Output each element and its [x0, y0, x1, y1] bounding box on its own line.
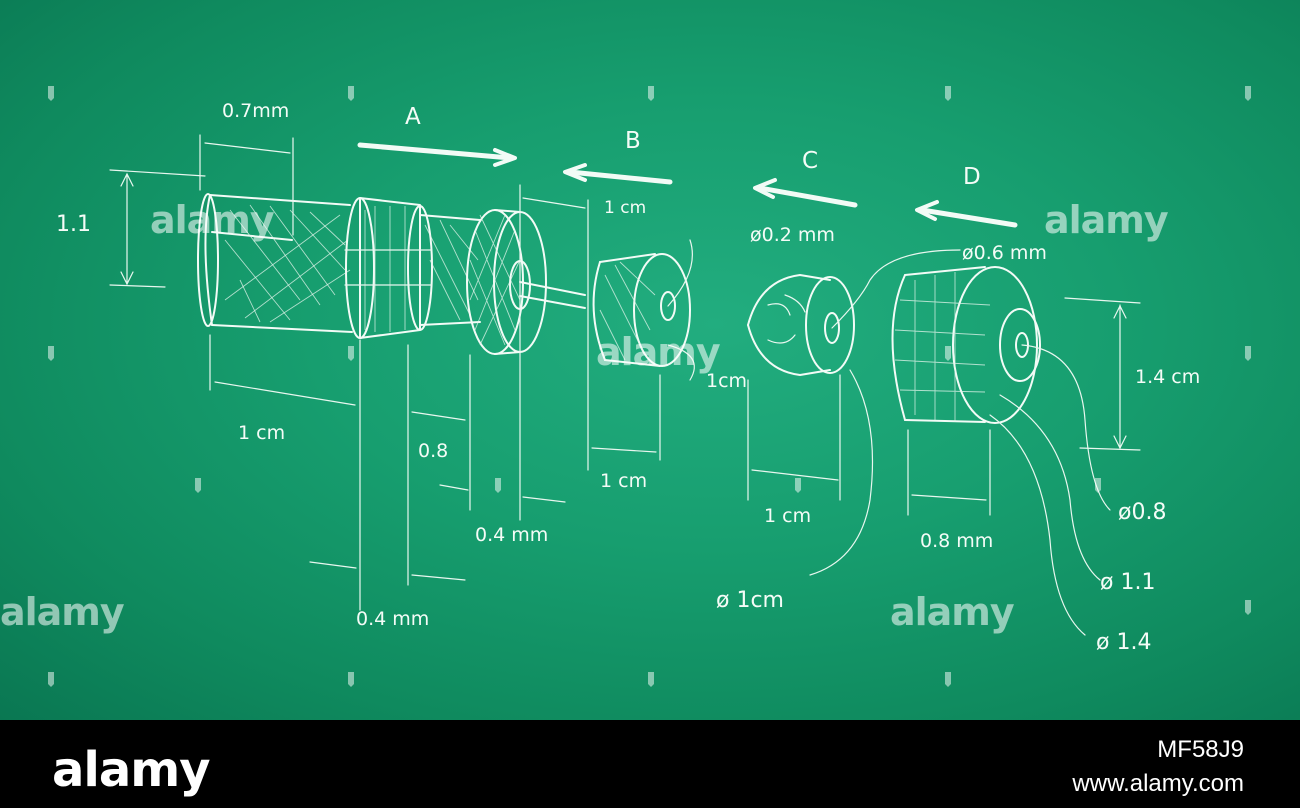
- image-id: MF58J9: [1157, 736, 1244, 763]
- label-1-1: 1.1: [56, 212, 91, 237]
- label-dia-1-1: ø 1.1: [1100, 570, 1156, 595]
- label-letter-d: D: [963, 164, 981, 190]
- watermark-4: alamy: [0, 590, 125, 634]
- footer-bar: alamy MF58J9 www.alamy.com: [0, 720, 1300, 808]
- watermark-5: alamy: [890, 590, 1015, 634]
- arrow-a: [357, 142, 517, 167]
- label-1cm-top: 1 cm: [604, 198, 647, 218]
- label-dia-0-6mm: ø0.6 mm: [962, 242, 1047, 264]
- label-1cm-mid: 1 cm: [600, 470, 648, 492]
- part-b-cylinder: [592, 253, 691, 367]
- shaft: [519, 281, 586, 309]
- label-1cm-b: 1cm: [706, 370, 748, 392]
- label-1cm-c: 1 cm: [764, 505, 812, 527]
- part-ring-nut: [344, 197, 433, 339]
- arrow-c: [753, 178, 858, 208]
- watermark-2: alamy: [596, 330, 721, 374]
- exploded-diagram: [109, 134, 1141, 636]
- label-0-7mm: 0.7mm: [222, 100, 290, 122]
- label-dia-1cm: ø 1cm: [716, 588, 784, 613]
- label-0-4mm-mid: 0.4 mm: [475, 524, 549, 546]
- arrow-b: [563, 163, 673, 185]
- watermark-3: alamy: [1044, 198, 1169, 242]
- part-d-cap: [891, 266, 1041, 424]
- watermark-1: alamy: [150, 198, 275, 242]
- label-dia-0-8: ø0.8: [1118, 500, 1167, 525]
- label-1cm-left: 1 cm: [238, 422, 286, 444]
- label-0-8mm: 0.8 mm: [920, 530, 994, 552]
- site-url[interactable]: www.alamy.com: [1072, 770, 1244, 797]
- label-dia-0-2mm: ø0.2 mm: [750, 224, 835, 246]
- label-letter-b: B: [625, 128, 641, 154]
- arrow-d: [915, 200, 1018, 228]
- part-c-cone: [747, 274, 855, 376]
- footer-logo: alamy: [52, 742, 211, 798]
- part-cylinder-body: [197, 193, 353, 333]
- label-1-4cm: 1.4 cm: [1135, 366, 1201, 388]
- dimension-lines: [109, 134, 1141, 636]
- part-knurled-wheel: [466, 209, 547, 355]
- label-0-8: 0.8: [418, 440, 449, 462]
- part-mid-cylinder: [419, 214, 481, 326]
- label-letter-a: A: [405, 104, 421, 130]
- label-dia-1-4: ø 1.4: [1096, 630, 1152, 655]
- label-letter-c: C: [802, 148, 819, 174]
- chalkboard: 0.7mm 1.1 A B C D 1 cm ø0.2 mm ø0.6 mm 1…: [0, 0, 1300, 720]
- label-0-4mm-bottom: 0.4 mm: [356, 608, 430, 630]
